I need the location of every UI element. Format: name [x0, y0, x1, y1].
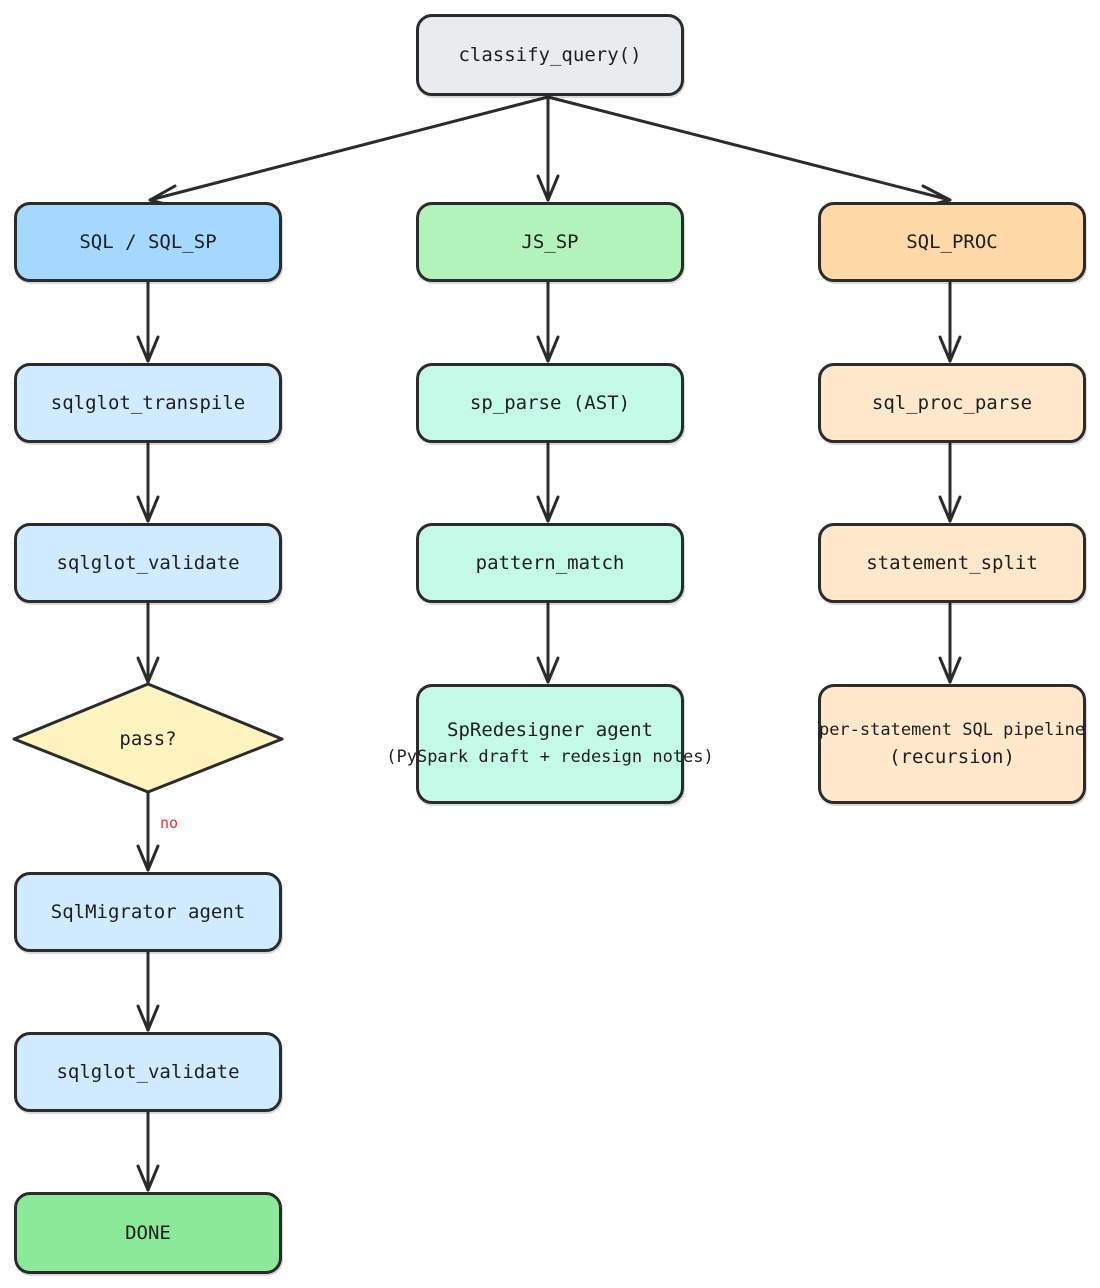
arrowhead-validate2-to-done	[136, 1164, 160, 1192]
pattern-match-node: pattern_match	[416, 523, 684, 603]
sp-parse-node: sp_parse (AST)	[416, 363, 684, 443]
arrowhead-pattern-to-redesigner	[536, 656, 560, 684]
sql-sqlsp-node: SQL / SQL_SP	[14, 202, 282, 282]
sp-redesigner-agent-sublabel: (PySpark draft + redesign notes)	[386, 747, 714, 767]
sp-parse-label: sp_parse (AST)	[469, 391, 631, 414]
classify-query-node: classify_query()	[416, 14, 684, 96]
arrowhead-sql-head-to-transpile	[136, 335, 160, 363]
sp-redesigner-agent-label: SpRedesigner agent	[447, 719, 653, 741]
sql-proc-parse-label: sql_proc_parse	[871, 391, 1033, 414]
pass-decision-diamond	[12, 682, 284, 794]
edge-classify-to-proc	[546, 95, 952, 202]
arrowhead-parse-to-split	[938, 495, 962, 523]
per-statement-pipeline-sublabel: (recursion)	[889, 746, 1015, 768]
arrowhead-proc-head-to-parse	[938, 335, 962, 363]
sqlglot-transpile-node: sqlglot_transpile	[14, 363, 282, 443]
edge-label-no: no	[160, 814, 179, 832]
sql-proc-parse-node: sql_proc_parse	[818, 363, 1086, 443]
per-statement-pipeline-node: per-statement SQL pipeline (recursion)	[818, 684, 1086, 804]
sql-migrator-agent-label: SqlMigrator agent	[50, 900, 246, 923]
sql-proc-node: SQL_PROC	[818, 202, 1086, 282]
statement-split-label: statement_split	[866, 551, 1038, 574]
sqlglot-validate-node-1: sqlglot_validate	[14, 523, 282, 603]
sqlglot-transpile-label: sqlglot_transpile	[50, 391, 246, 414]
arrowhead-classify-to-js	[536, 174, 560, 202]
sql-migrator-agent-node: SqlMigrator agent	[14, 872, 282, 952]
sql-sqlsp-label: SQL / SQL_SP	[79, 230, 217, 253]
sqlglot-validate-label-2: sqlglot_validate	[56, 1060, 240, 1083]
sp-redesigner-agent-node: SpRedesigner agent (PySpark draft + rede…	[386, 684, 714, 804]
js-sp-label: JS_SP	[521, 230, 579, 253]
sqlglot-validate-node-2: sqlglot_validate	[14, 1032, 282, 1112]
per-statement-pipeline-label: per-statement SQL pipeline	[818, 720, 1086, 740]
sql-proc-label: SQL_PROC	[906, 230, 998, 253]
arrowhead-pass-to-migrator	[136, 844, 160, 872]
sqlglot-validate-label-1: sqlglot_validate	[56, 551, 240, 574]
done-node: DONE	[14, 1192, 282, 1274]
classify-query-label: classify_query()	[458, 43, 642, 66]
statement-split-node: statement_split	[818, 523, 1086, 603]
arrowhead-sp-parse-to-pattern	[536, 495, 560, 523]
arrowhead-validate-to-pass	[136, 656, 160, 684]
arrowhead-transpile-to-validate	[136, 495, 160, 523]
js-sp-node: JS_SP	[416, 202, 684, 282]
arrowhead-js-head-to-sp-parse	[536, 335, 560, 363]
pattern-match-label: pattern_match	[475, 551, 625, 574]
edge-classify-to-sql	[148, 95, 550, 202]
arrowhead-split-to-per-statement	[938, 656, 962, 684]
pass-decision-label: pass?	[119, 728, 177, 750]
arrowhead-migrator-to-validate2	[136, 1004, 160, 1032]
done-label: DONE	[125, 1221, 171, 1244]
